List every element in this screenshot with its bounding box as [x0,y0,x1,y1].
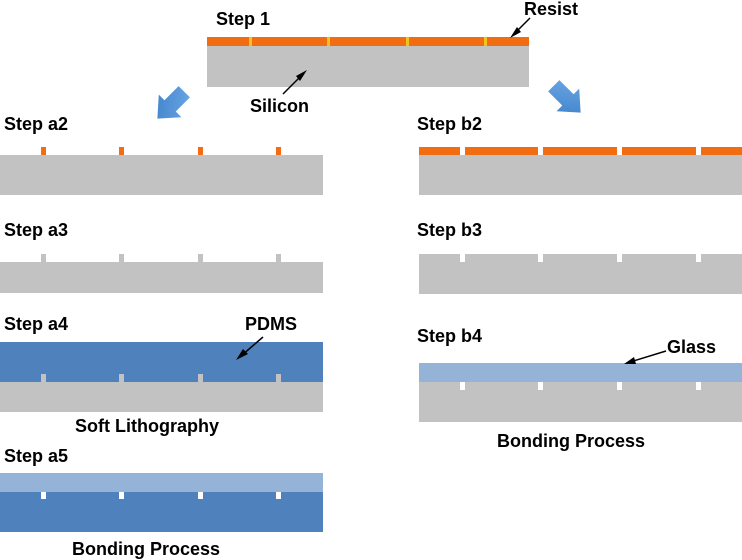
step-a2-resist-pillar [198,147,203,155]
resist-pointer-arrow [510,17,531,38]
step-1-resist-gap [327,37,330,46]
step-b4-channel [696,382,701,390]
step-b2-resist-layer [419,147,742,155]
step-b2-silicon-wafer [419,155,742,195]
glass-label: Glass [667,337,717,357]
step-a3-silicon-pillar [276,254,281,262]
step-a5-pdms-layer [0,492,323,532]
step-b4-glass-layer [419,363,742,382]
step-b3-silicon-wafer [419,254,742,294]
step-a2-silicon-wafer [0,155,323,195]
step-b2-label: Step b2 [417,114,483,134]
step-a5-glass-layer [0,473,323,492]
step-a2-resist-pillar [119,147,124,155]
step-a4-silicon-pillar [41,374,46,382]
step-a5-channel [41,492,46,499]
step-b2-resist-opening [617,147,622,155]
step-1-resist-gap [249,37,252,46]
step-b4-channel [617,382,622,390]
step-a2-label: Step a2 [4,114,69,134]
step-a3-silicon-pillar [41,254,46,262]
step-a4-pdms-layer [0,342,323,382]
bonding-process-b-label: Bonding Process [497,431,646,451]
step-1-silicon-wafer [207,46,529,87]
step-1-resist-gap [406,37,409,46]
step-1-resist-layer [207,37,529,46]
step-b4-channel [538,382,543,390]
step-a2-resist-pillar [276,147,281,155]
step-1-label: Step 1 [216,9,271,29]
step-b2-resist-opening [460,147,465,155]
step-a4-silicon-pillar [198,374,203,382]
step-b2-resist-opening [538,147,543,155]
step-a2-resist-pillar [41,147,46,155]
step-b3-trench [460,254,465,262]
bonding-process-a-label: Bonding Process [72,539,221,559]
step-b3-label: Step b3 [417,220,483,240]
step-a5-channel [198,492,203,499]
pdms-label: PDMS [245,314,298,334]
step-b3-trench [696,254,701,262]
step-b4-label: Step b4 [417,326,483,346]
step-b4-silicon-wafer [419,382,742,422]
step-1-resist-gap [484,37,487,46]
step-a3-silicon-pillar [198,254,203,262]
step-a5-channel [276,492,281,499]
step-b4-channel [460,382,465,390]
step-a3-label: Step a3 [4,220,69,240]
step-a3-silicon-wafer [0,262,323,293]
silicon-label: Silicon [250,96,310,116]
step-a4-silicon-wafer [0,382,323,412]
step-b3-trench [538,254,543,262]
flow-arrow-left-icon [157,86,190,119]
step-a4-silicon-pillar [119,374,124,382]
flow-arrow-right-icon [548,80,581,113]
step-a3-silicon-pillar [119,254,124,262]
step-b2-resist-opening [696,147,701,155]
step-a4-silicon-pillar [276,374,281,382]
soft-lithography-label: Soft Lithography [75,416,219,436]
step-a4-label: Step a4 [4,314,69,334]
step-b3-trench [617,254,622,262]
resist-label: Resist [524,0,579,19]
step-a5-label: Step a5 [4,446,69,466]
step-a5-channel [119,492,124,499]
